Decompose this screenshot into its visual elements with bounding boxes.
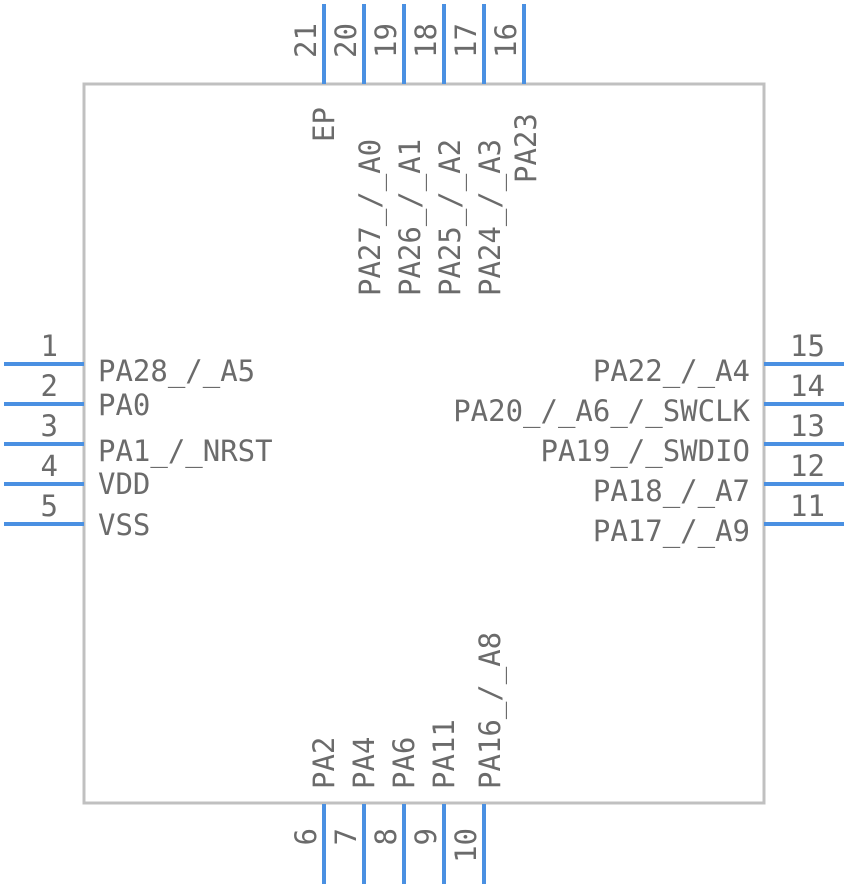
pin-3-number: 3	[41, 409, 58, 443]
pin-15-number: 15	[790, 329, 825, 363]
pin-16-label: PA23	[509, 113, 543, 183]
pin-5-number: 5	[41, 489, 58, 523]
pin-4-label: VDD	[98, 467, 150, 501]
pin-1-label: PA28_/_A5	[98, 354, 255, 389]
pin-5[interactable]: 5 VSS	[4, 489, 150, 542]
pin-5-label: VSS	[98, 508, 150, 542]
pin-14-number: 14	[790, 369, 825, 403]
pin-1-number: 1	[41, 329, 58, 363]
pin-6-number: 6	[289, 828, 323, 845]
pin-17[interactable]: 17 PA24_/_A3	[449, 4, 508, 296]
pin-4[interactable]: 4 VDD	[4, 449, 150, 501]
pin-17-number: 17	[449, 23, 483, 58]
pin-3-label: PA1_/_NRST	[98, 434, 273, 469]
pin-13-number: 13	[790, 409, 825, 443]
pin-6-label: PA2	[307, 737, 341, 789]
pin-21-label: EP	[307, 107, 341, 142]
pin-8-number: 8	[369, 828, 403, 845]
pin-20[interactable]: 20 PA27_/_A0	[329, 4, 388, 296]
pin-2-label: PA0	[98, 388, 150, 422]
pin-13[interactable]: 13 PA19_/_SWDIO	[540, 409, 844, 469]
pin-2-number: 2	[41, 369, 58, 403]
pin-18-label: PA25_/_A2	[433, 139, 468, 296]
pin-9[interactable]: 9 PA11	[409, 719, 461, 884]
pin-19[interactable]: 19 PA26_/_A1	[369, 4, 428, 296]
pin-9-number: 9	[409, 828, 443, 845]
pin-7-label: PA4	[347, 737, 381, 789]
pin-14[interactable]: 14 PA20_/_A6_/_SWCLK	[453, 369, 844, 429]
pin-16[interactable]: 16 PA23	[489, 4, 543, 183]
pin-10-number: 10	[449, 828, 483, 863]
pin-18-number: 18	[409, 23, 443, 58]
pin-11-number: 11	[790, 489, 825, 523]
pin-12[interactable]: 12 PA18_/_A7	[593, 449, 844, 509]
pin-1[interactable]: 1 PA28_/_A5	[4, 329, 255, 389]
pin-19-label: PA26_/_A1	[393, 139, 428, 296]
pin-16-number: 16	[489, 23, 523, 58]
pin-8-label: PA6	[387, 737, 421, 789]
pin-9-label: PA11	[427, 719, 461, 789]
pin-20-number: 20	[329, 23, 363, 58]
pin-2[interactable]: 2 PA0	[4, 369, 150, 422]
pin-4-number: 4	[41, 449, 58, 483]
pin-11[interactable]: 11 PA17_/_A9	[593, 489, 844, 549]
pin-8[interactable]: 8 PA6	[369, 737, 421, 884]
pin-13-label: PA19_/_SWDIO	[540, 434, 750, 469]
pin-14-label: PA20_/_A6_/_SWCLK	[453, 394, 750, 429]
pin-18[interactable]: 18 PA25_/_A2	[409, 4, 468, 296]
pin-12-number: 12	[790, 449, 825, 483]
pin-3[interactable]: 3 PA1_/_NRST	[4, 409, 273, 469]
pin-19-number: 19	[369, 23, 403, 58]
pin-7[interactable]: 7 PA4	[329, 737, 381, 884]
pin-6[interactable]: 6 PA2	[289, 737, 341, 884]
pin-7-number: 7	[329, 828, 363, 845]
pin-10[interactable]: 10 PA16_/_A8	[449, 632, 508, 884]
pin-10-label: PA16_/_A8	[473, 632, 508, 789]
pin-21-number: 21	[289, 23, 323, 58]
pin-12-label: PA18_/_A7	[593, 474, 750, 509]
pin-21[interactable]: 21 EP	[289, 4, 341, 142]
pin-15[interactable]: 15 PA22_/_A4	[593, 329, 844, 389]
pin-11-label: PA17_/_A9	[593, 514, 750, 549]
pin-15-label: PA22_/_A4	[593, 354, 750, 389]
pin-17-label: PA24_/_A3	[473, 139, 508, 296]
pin-20-label: PA27_/_A0	[353, 139, 388, 296]
